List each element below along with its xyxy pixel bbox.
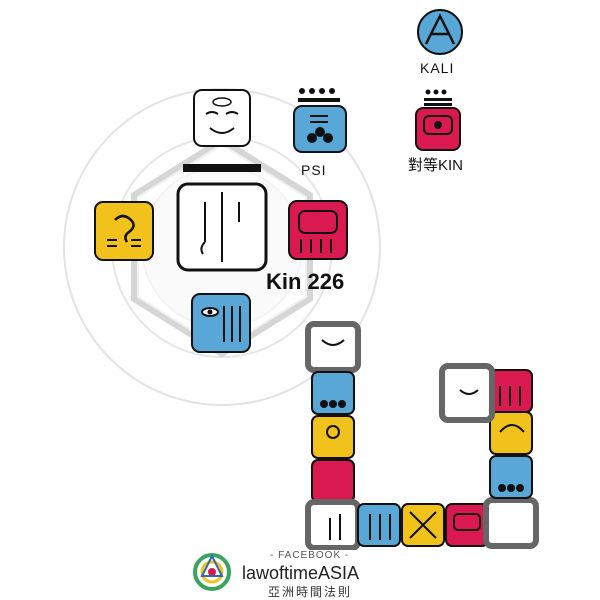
psi-label: PSI bbox=[301, 162, 327, 178]
antipode-glyph bbox=[93, 200, 155, 262]
equivalent-kin-label: 對等KIN bbox=[408, 157, 464, 174]
destiny-glyph bbox=[175, 162, 270, 274]
brand-facebook: - FACEBOOK - bbox=[270, 550, 350, 561]
psi-glyph bbox=[290, 86, 350, 156]
kin-number: Kin 226 bbox=[266, 269, 345, 294]
lawoftime-logo bbox=[192, 552, 232, 592]
brand-name: lawoftimeASIA bbox=[242, 563, 360, 583]
brand-subtitle: 亞洲時間法則 bbox=[268, 585, 353, 599]
guide-glyph bbox=[192, 88, 252, 148]
equivalent-kin-glyph bbox=[414, 88, 462, 152]
kali-label: KALI bbox=[420, 60, 455, 76]
analog-glyph bbox=[287, 199, 349, 261]
kali-icon bbox=[416, 8, 464, 56]
occult-glyph bbox=[190, 292, 252, 354]
wavespell-path bbox=[305, 321, 539, 550]
